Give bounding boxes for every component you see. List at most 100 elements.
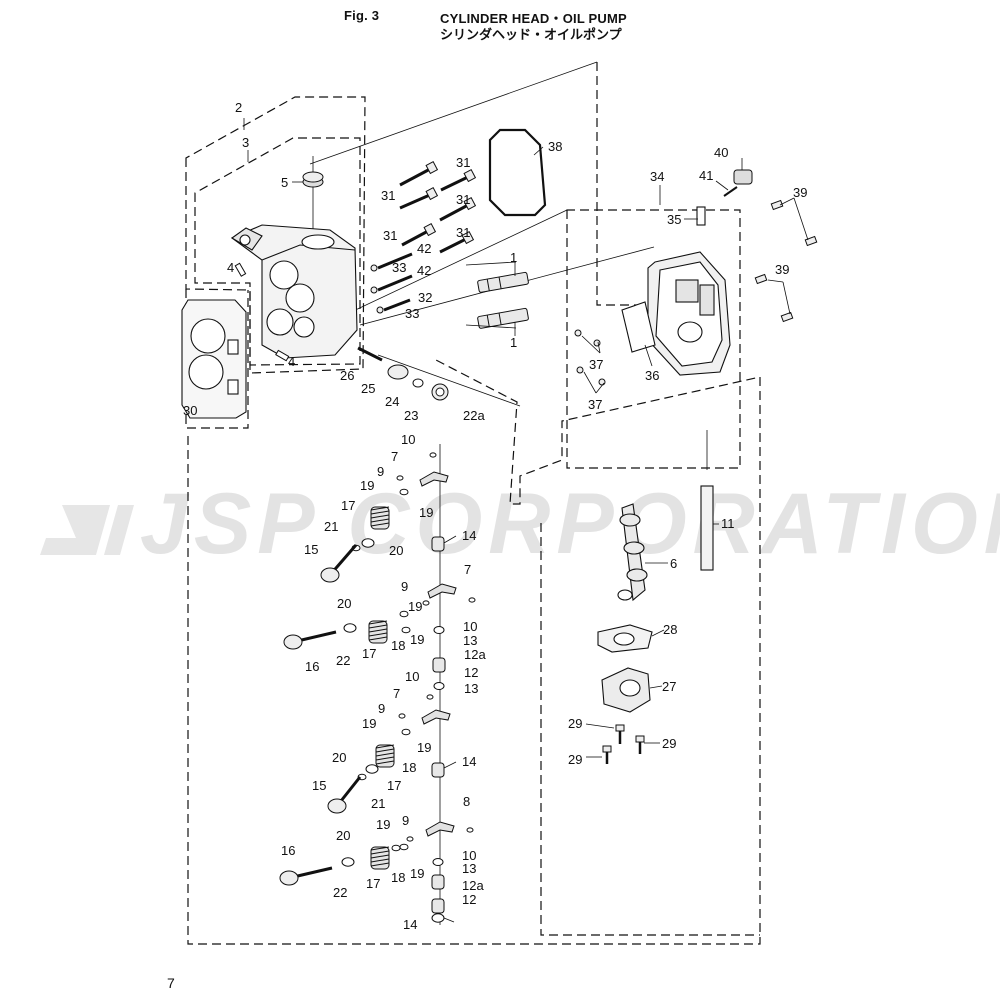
washer: [433, 626, 445, 634]
callout-40: 40: [714, 145, 728, 160]
cylinder-head-boundary: [194, 137, 361, 366]
callout-9-a: 9: [377, 464, 384, 479]
callout-26: 26: [340, 368, 354, 383]
callout-24: 24: [385, 394, 399, 409]
callout-33-a: 33: [392, 260, 406, 275]
callout-7-b: 7: [464, 562, 471, 577]
callout-41: 41: [699, 168, 713, 183]
valve-spring-coil: [370, 514, 390, 519]
group-boundaries: [185, 62, 761, 945]
figure-number: Fig. 3: [344, 8, 380, 23]
callout-19-e: 19: [362, 716, 376, 731]
oil-pump-screws: [602, 724, 645, 764]
figure-title-japanese: シリンダヘッド・オイルポンプ: [440, 28, 622, 43]
callout-29-c: 29: [662, 736, 676, 751]
valve-keeper: [422, 600, 430, 606]
callout-38: 38: [548, 139, 562, 154]
callout-12a-b: 12a: [462, 878, 484, 893]
callout-13-b: 13: [464, 681, 478, 696]
callout-8: 8: [463, 794, 470, 809]
callout-7-a: 7: [391, 449, 398, 464]
spring-retainer: [361, 538, 375, 548]
callout-23: 23: [404, 408, 418, 423]
callout-10-a: 10: [401, 432, 415, 447]
callout-16-b: 16: [281, 843, 295, 858]
callout-12a-a: 12a: [464, 647, 486, 662]
valve-spring-coil: [370, 522, 390, 527]
callout-17-c: 17: [387, 778, 401, 793]
callout-1-upper: 1: [510, 250, 517, 265]
callout-17-b: 17: [362, 646, 376, 661]
tappet: [431, 536, 445, 552]
cover-plate-boundary: [596, 62, 650, 306]
callout-12-a: 12: [464, 665, 478, 680]
valve-cotter: [399, 843, 409, 851]
callout-21-b: 21: [371, 796, 385, 811]
adjust-nut: [429, 452, 437, 458]
valve-train: [279, 452, 476, 923]
callout-16-a: 16: [305, 659, 319, 674]
callout-19-h: 19: [410, 866, 424, 881]
watermark-text: JSP CORPORATION: [140, 476, 1000, 572]
rocker-arm: [427, 583, 457, 599]
rocker-arm: [421, 709, 451, 725]
callout-5: 5: [281, 175, 288, 190]
lower-boundary: [187, 359, 761, 945]
breather-cap: [723, 169, 753, 197]
callout-numbers: 2 3 5 4 4 30 31 31 31 31 31 42 33 42 32 …: [183, 100, 807, 932]
valve-spring-coil: [370, 850, 390, 855]
washer: [432, 858, 444, 866]
valve-spring-coil: [375, 760, 395, 765]
callout-17-d: 17: [366, 876, 380, 891]
jsp-logo-watermark: JSP CORPORATION: [40, 476, 1000, 572]
callout-13-c: 13: [462, 861, 476, 876]
valve-spring-coil: [375, 744, 395, 749]
callout-21-a: 21: [324, 519, 338, 534]
oil-pump-gasket: [597, 624, 653, 653]
callout-31-c: 31: [456, 192, 470, 207]
valve-spring-coil: [375, 748, 395, 753]
callout-19-a: 19: [360, 478, 374, 493]
callout-22-b: 22: [333, 885, 347, 900]
valve-cotter: [399, 610, 409, 618]
callout-19-b: 19: [419, 505, 433, 520]
callout-30: 30: [183, 403, 197, 418]
valve-spring-coil: [375, 752, 395, 757]
adjust-nut: [426, 694, 434, 700]
callout-29-a: 29: [568, 716, 582, 731]
washer: [433, 682, 445, 690]
head-cover: [621, 206, 731, 376]
valve-spring-coil: [368, 632, 388, 637]
callout-17-a: 17: [341, 498, 355, 513]
camshaft: [617, 503, 648, 602]
callout-9-d: 9: [402, 813, 409, 828]
callout-33-b: 33: [405, 306, 419, 321]
valve-spring-coil: [370, 854, 390, 859]
intake-valve-head: [327, 798, 347, 814]
callout-20-b: 20: [337, 596, 351, 611]
exhaust-valve-head: [279, 870, 299, 886]
callout-15-b: 15: [312, 778, 326, 793]
valve-seal: [391, 844, 401, 852]
figure-title: CYLINDER HEAD・OIL PUMP: [440, 11, 627, 26]
callout-18-a: 18: [391, 638, 405, 653]
callout-12-b: 12: [462, 892, 476, 907]
valve-keeper: [396, 475, 404, 481]
callout-22-a: 22: [336, 653, 350, 668]
rocker-arm: [419, 471, 449, 487]
callout-39-lower: 39: [775, 262, 789, 277]
callout-37-upper: 37: [589, 357, 603, 372]
callout-leaders: [243, 118, 809, 923]
callout-19-g: 19: [376, 817, 390, 832]
intake-valve-head: [320, 567, 340, 583]
cover-gasket: [488, 128, 547, 217]
callout-34: 34: [650, 169, 664, 184]
callout-20-d: 20: [336, 828, 350, 843]
callout-19-d: 19: [410, 632, 424, 647]
cap: [302, 171, 324, 188]
callout-6: 6: [670, 556, 677, 571]
valve-spring-coil: [370, 862, 390, 867]
tappet: [431, 874, 445, 890]
oil-pump-body: [601, 667, 651, 713]
callout-4-lower: 4: [288, 354, 295, 369]
